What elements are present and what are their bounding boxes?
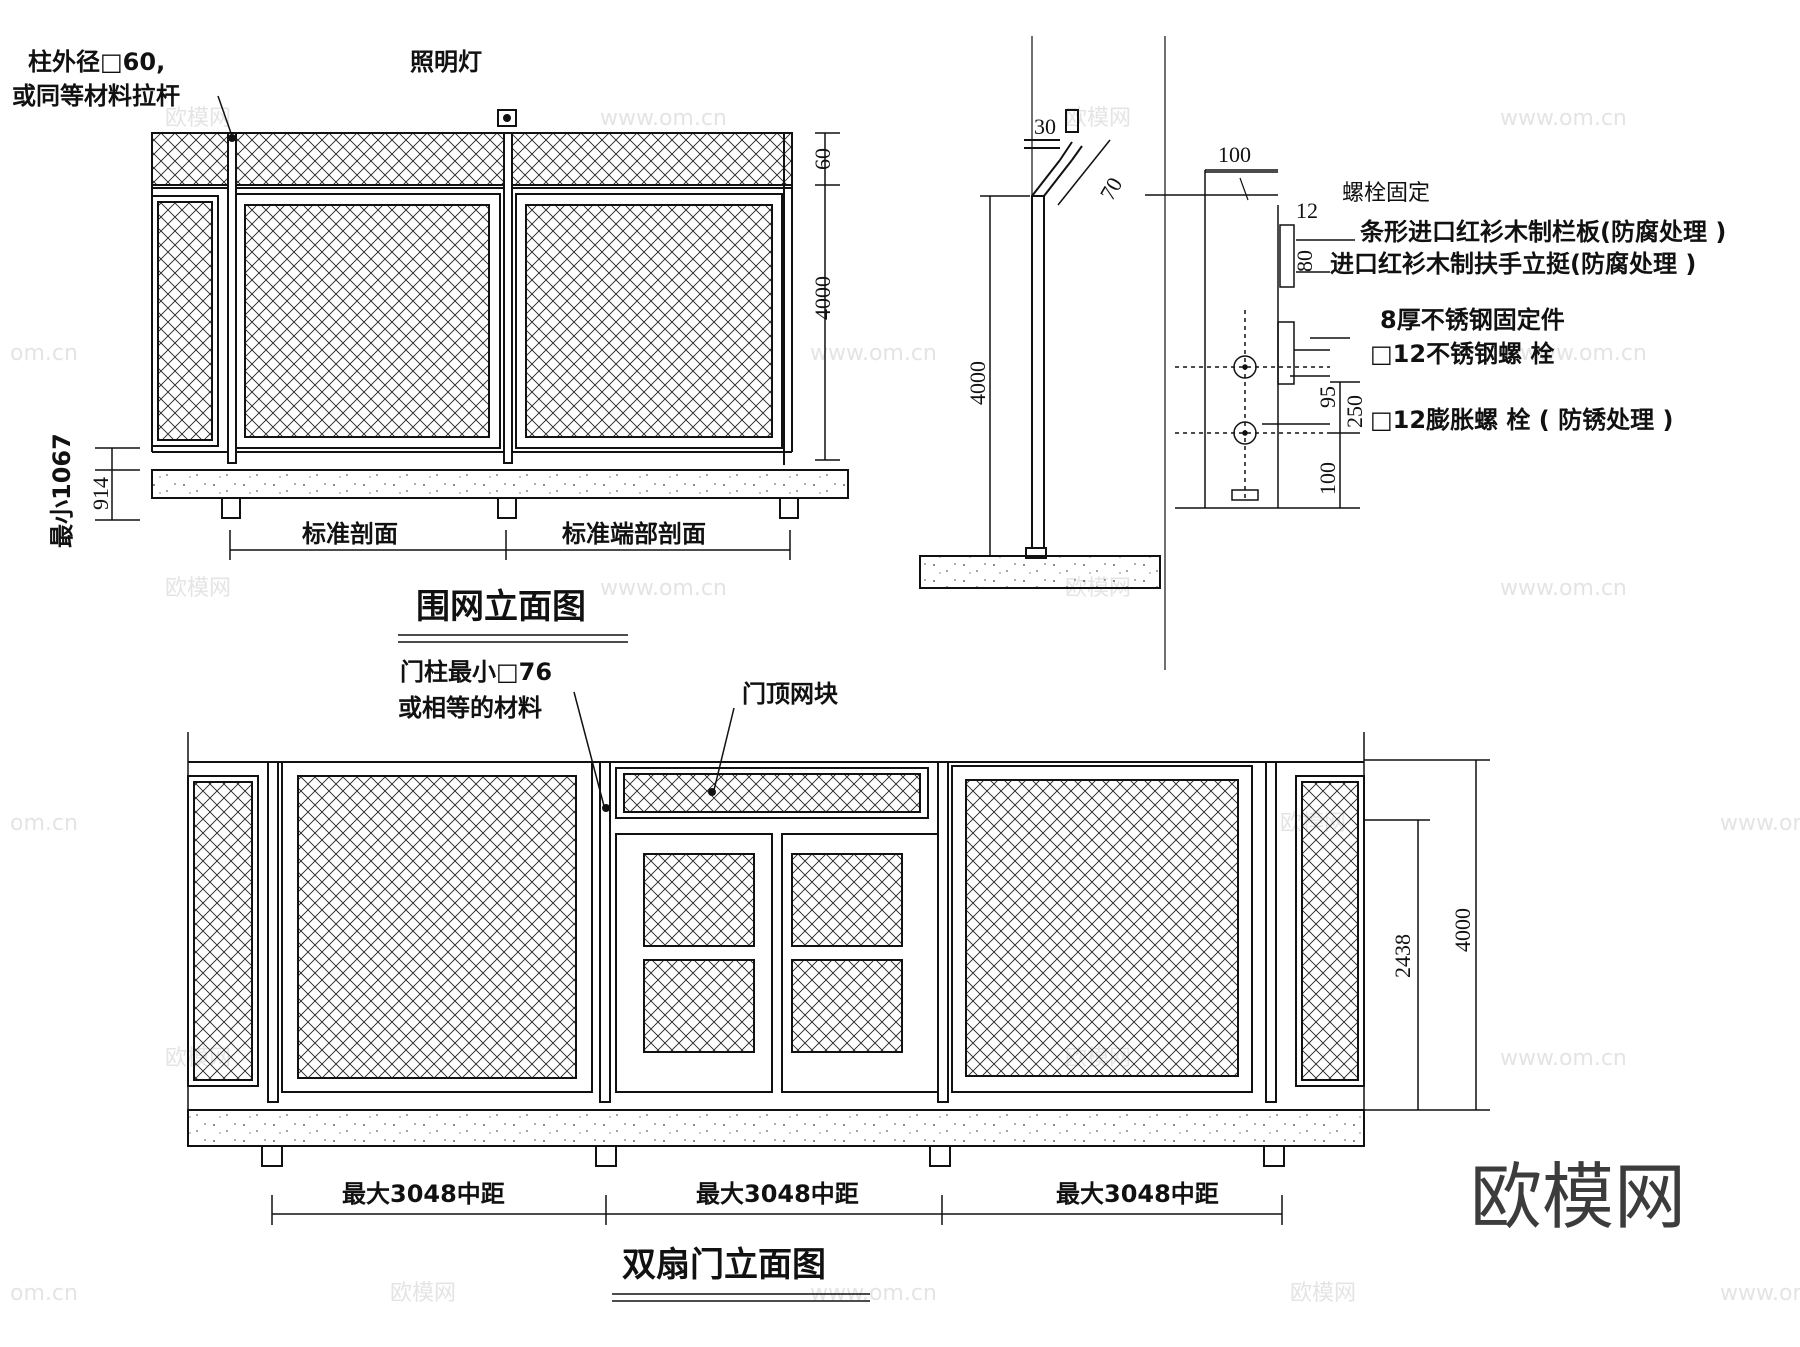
dim-fence-914: 914 (88, 477, 113, 510)
label-gatepost-line2: 或相等的材料 (398, 694, 542, 722)
detail-plate (1277, 321, 1295, 385)
watermark-site: om.cn (10, 1281, 78, 1306)
watermark-site: www.om.cn (1720, 1281, 1800, 1306)
fence-post (227, 132, 237, 464)
dim-section-30: 30 (1034, 114, 1056, 139)
note-plate: 8厚不锈钢固定件 (1380, 306, 1565, 334)
fence-ground (151, 469, 849, 499)
connection-detail (1145, 169, 1360, 509)
dim-detail-250: 250 (1342, 395, 1367, 428)
gate-post (1265, 761, 1277, 1103)
watermark-brand: 欧模网 (1290, 1281, 1356, 1306)
gate-spacing-3: 最大3048中距 (1056, 1180, 1219, 1208)
section-post (1031, 195, 1045, 549)
detail-handrail (1279, 224, 1295, 288)
note-ss-bolt: □12不锈钢螺 栓 (1370, 340, 1554, 368)
watermark-brand: 欧模网 (165, 106, 231, 131)
dim-detail-95: 95 (1315, 386, 1340, 408)
gate-panel-left (187, 775, 259, 1087)
label-post-line1: 柱外径□60, (28, 48, 165, 76)
watermark-site: www.om.cn (600, 106, 727, 131)
dim-fence-height: 4000 (810, 276, 835, 320)
watermark-site: om.cn (10, 811, 78, 836)
dim-fence-min: 最小1067 (48, 433, 76, 548)
dim-detail-80: 80 (1292, 250, 1317, 272)
dim-fence-top: 60 (810, 148, 835, 170)
watermark-site: www.om.cn (1520, 341, 1647, 366)
gate-post (599, 761, 611, 1103)
gate-spacing-1: 最大3048中距 (342, 1180, 505, 1208)
dim-detail-100-top: 100 (1218, 142, 1251, 167)
label-gate-top-panel: 门顶网块 (742, 680, 838, 708)
watermark-brand: 欧模网 (390, 1281, 456, 1306)
dim-detail-100-bottom: 100 (1315, 462, 1340, 495)
gate-panel-large-right (951, 765, 1253, 1093)
label-gatepost-line1: 门柱最小□76 (400, 658, 552, 686)
watermark-brand: 欧模网 (165, 576, 231, 601)
gate-title: 双扇门立面图 (622, 1245, 826, 1285)
fence-panel-right (515, 193, 783, 449)
note-handrail: 进口红衫木制扶手立挺(防腐处理 ) (1330, 250, 1696, 278)
dim-detail-12: 12 (1296, 198, 1318, 223)
dim-section-70: 70 (1095, 173, 1128, 205)
section-view (919, 36, 1166, 670)
gate-elevation (187, 691, 1490, 1302)
dim-gate-2438: 2438 (1390, 934, 1415, 978)
gate-panel-right (1295, 775, 1365, 1087)
section-ground (919, 555, 1161, 589)
fence-elevation (95, 95, 849, 643)
fence-top-band (151, 132, 793, 186)
dim-gate-4000: 4000 (1450, 908, 1475, 952)
watermark-site: www.om.cn (600, 576, 727, 601)
watermark-site: www.om.cn (1500, 576, 1627, 601)
gate-spacing-2: 最大3048中距 (696, 1180, 859, 1208)
watermark-site: om.cn (10, 341, 78, 366)
fence-title: 围网立面图 (416, 587, 586, 627)
note-board: 条形进口红衫木制栏板(防腐处理 ) (1360, 218, 1726, 246)
section-standard: 标准剖面 (302, 520, 398, 548)
watermark-site: www.om.cn (1720, 811, 1800, 836)
gate-leaf-left (615, 833, 773, 1093)
light-fixture (497, 109, 517, 127)
gate-post (267, 761, 279, 1103)
section-light (1065, 109, 1079, 133)
gate-ground (187, 1109, 1365, 1147)
gate-post (937, 761, 949, 1103)
label-light: 照明灯 (410, 48, 482, 76)
fence-post (503, 132, 513, 464)
label-post-line2: 或同等材料拉杆 (12, 82, 180, 110)
dim-section-4000: 4000 (965, 361, 990, 405)
gate-panel-large-left (281, 761, 593, 1093)
watermark-site: www.om.cn (810, 341, 937, 366)
note-bolt: 螺栓固定 (1342, 181, 1430, 206)
gate-top-panel (615, 767, 929, 819)
note-exp-bolt: □12膨胀螺 栓 ( 防锈处理 ) (1370, 406, 1673, 434)
corner-logo: 欧模网 (1470, 1155, 1686, 1239)
watermark-site: www.om.cn (1500, 1046, 1627, 1071)
watermark-site: www.om.cn (1500, 106, 1627, 131)
section-end: 标准端部剖面 (562, 520, 706, 548)
